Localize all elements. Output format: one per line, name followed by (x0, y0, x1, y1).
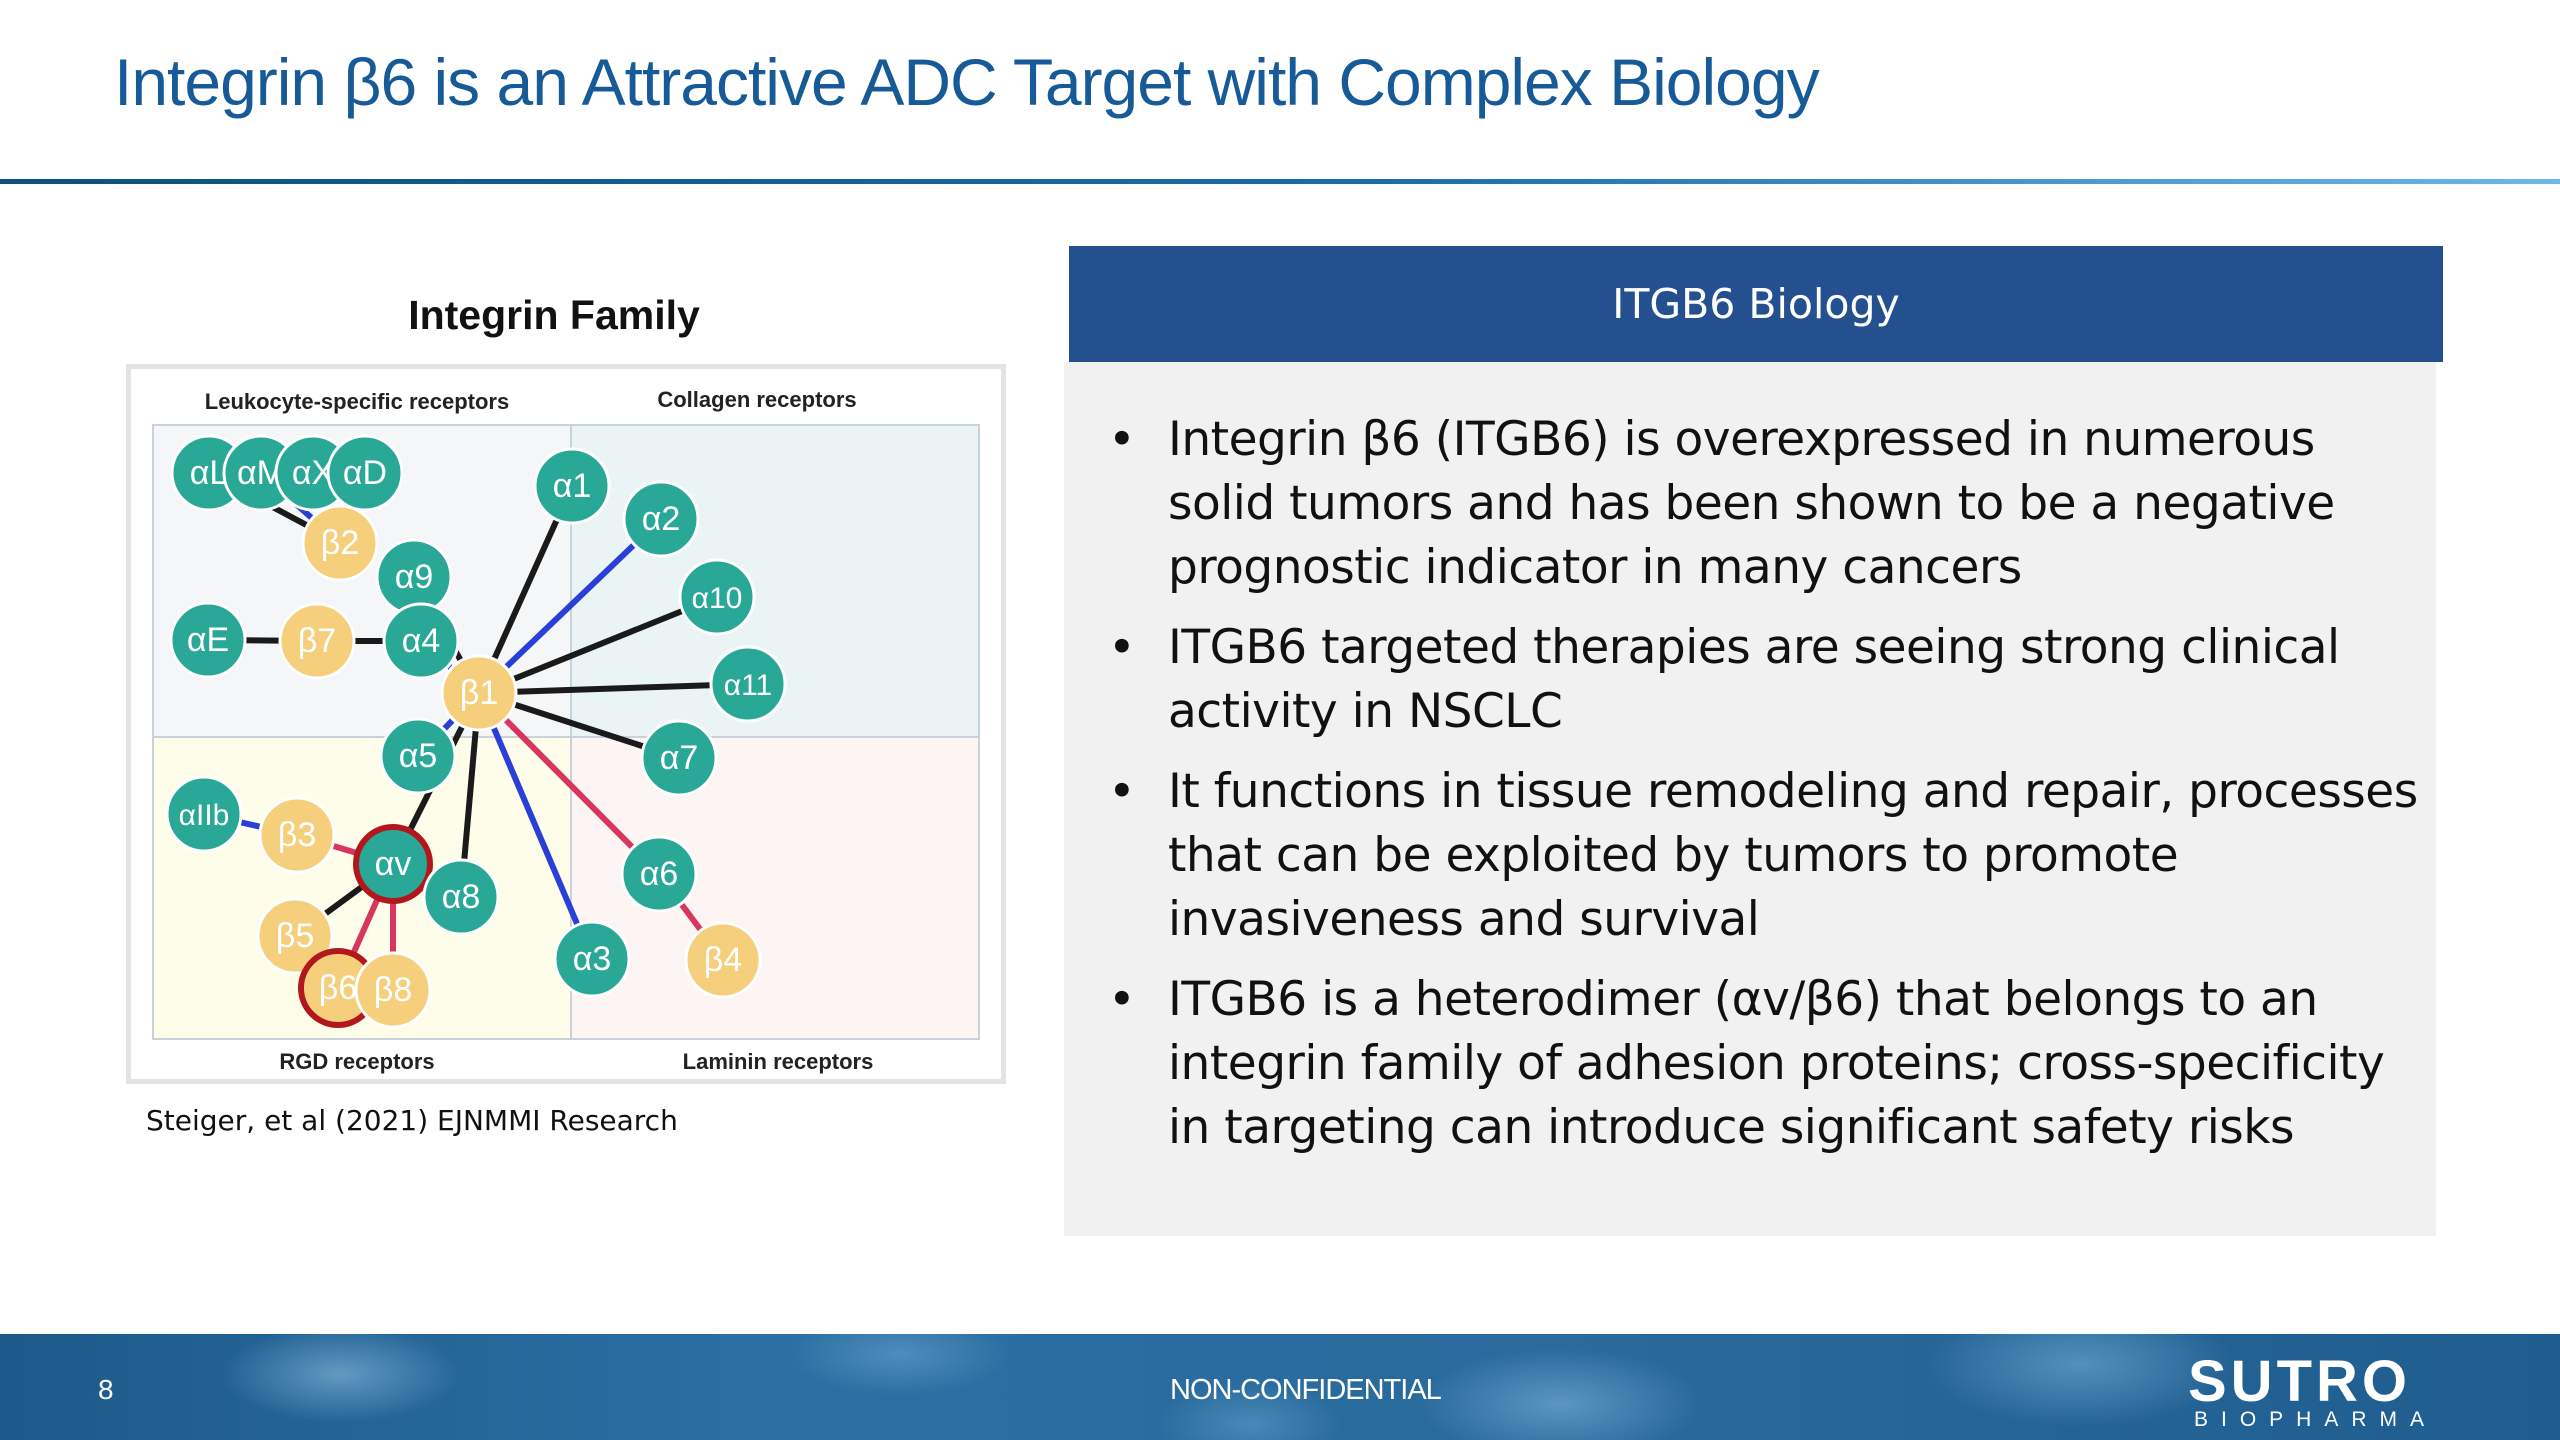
node-a5: α5 (379, 717, 457, 795)
figure-citation: Steiger, et al (2021) EJNMMI Research (146, 1104, 678, 1137)
link-b1-a10 (477, 594, 719, 696)
node-a11: α11 (709, 645, 787, 723)
node-label-a11: α11 (724, 669, 773, 702)
node-label-a7: α7 (660, 739, 699, 777)
integrin-network-diagram: Leukocyte-specific receptors Collagen re… (152, 387, 980, 1074)
bullet-text: ITGB6 targeted therapies are seeing stro… (1168, 620, 2340, 739)
bullet-text: It functions in tissue remodeling and re… (1168, 764, 2418, 947)
node-label-av: αv (375, 845, 412, 883)
node-label-b4: β4 (704, 941, 742, 979)
biology-bullet-list: • Integrin β6 (ITGB6) is overexpressed in… (1100, 408, 2420, 1176)
node-label-a4: α4 (402, 622, 441, 660)
node-label-a10: α10 (692, 582, 743, 615)
link-b1-a6 (476, 690, 662, 877)
node-b1: β1 (440, 654, 518, 732)
node-a8: α8 (422, 858, 500, 936)
node-label-aIIb: αIIb (179, 799, 230, 832)
biology-panel-header: ITGB6 Biology (1069, 246, 2443, 362)
bullet-marker: • (1108, 764, 1136, 819)
node-label-b3: β3 (278, 816, 316, 854)
figure-heading: Integrin Family (408, 292, 700, 338)
link-b1-a11 (478, 681, 749, 696)
node-a3: α3 (553, 920, 631, 998)
node-label-aL: αL (190, 454, 229, 492)
bullet-marker: • (1108, 412, 1136, 467)
node-label-a2: α2 (642, 500, 681, 538)
label-laminin-receptors: Laminin receptors (683, 1049, 874, 1074)
title-divider (0, 179, 2560, 184)
footer-bar (0, 1334, 2560, 1440)
node-aD: αD (326, 434, 404, 512)
node-aE: αE (169, 601, 247, 679)
integrin-family-figure: Leukocyte-specific receptors Collagen re… (126, 364, 1006, 1084)
node-label-aE: αE (187, 621, 229, 659)
logo-subtext: BIOPHARMA (2194, 1408, 2438, 1431)
node-label-a8: α8 (442, 878, 481, 916)
confidentiality-label: NON-CONFIDENTIAL (1170, 1374, 1442, 1406)
node-label-a6: α6 (640, 855, 679, 893)
node-label-aD: αD (343, 454, 387, 492)
node-a7: α7 (640, 719, 718, 797)
node-label-a9: α9 (395, 558, 434, 596)
node-a9: α9 (375, 538, 453, 616)
node-a1: α1 (533, 447, 611, 525)
node-a10: α10 (678, 558, 756, 636)
label-rgd-receptors: RGD receptors (279, 1049, 434, 1074)
bullet-item: • Integrin β6 (ITGB6) is overexpressed in… (1100, 408, 2420, 600)
node-label-a3: α3 (573, 940, 612, 978)
node-label-a1: α1 (553, 467, 592, 505)
node-b4: β4 (684, 921, 762, 999)
sutro-logo: SUTRO BIOPHARMA (2188, 1348, 2488, 1431)
node-label-a5: α5 (399, 737, 438, 775)
link-b1-a3 (476, 691, 595, 961)
label-collagen-receptors: Collagen receptors (657, 387, 856, 412)
node-a2: α2 (622, 480, 700, 558)
node-a4: α4 (382, 602, 460, 680)
link-b1-a2 (476, 516, 664, 696)
node-label-b5: β5 (276, 917, 314, 955)
node-label-b1: β1 (460, 674, 498, 712)
bullet-item: • ITGB6 is a heterodimer (αv/β6) that bel… (1100, 968, 2420, 1160)
biology-panel-body (1064, 362, 2436, 1236)
node-b7: β7 (278, 602, 356, 680)
logo-wordmark: SUTRO (2188, 1349, 2411, 1414)
node-aIIb: αIIb (165, 775, 243, 853)
node-b3: β3 (258, 796, 336, 874)
label-leukocyte-receptors: Leukocyte-specific receptors (205, 389, 509, 414)
node-b8: β8 (354, 951, 432, 1029)
bullet-text: Integrin β6 (ITGB6) is overexpressed in … (1168, 412, 2335, 595)
node-a6: α6 (620, 835, 698, 913)
bullet-item: • ITGB6 targeted therapies are seeing str… (1100, 616, 2420, 744)
node-b2: β2 (301, 504, 379, 582)
node-av: αv (353, 824, 433, 904)
node-label-b7: β7 (298, 622, 336, 660)
page-number: 8 (98, 1374, 114, 1405)
bullet-marker: • (1108, 972, 1136, 1027)
bullet-marker: • (1108, 620, 1136, 675)
node-label-b2: β2 (321, 524, 359, 562)
bullet-text: ITGB6 is a heterodimer (αv/β6) that belo… (1168, 972, 2385, 1155)
node-label-b6: β6 (319, 969, 357, 1007)
bullet-item: • It functions in tissue remodeling and r… (1100, 760, 2420, 952)
node-b5: β5 (256, 897, 334, 975)
node-label-b8: β8 (374, 971, 412, 1009)
slide-title: Integrin β6 is an Attractive ADC Target … (114, 45, 1820, 119)
node-b6: β6 (298, 948, 378, 1028)
